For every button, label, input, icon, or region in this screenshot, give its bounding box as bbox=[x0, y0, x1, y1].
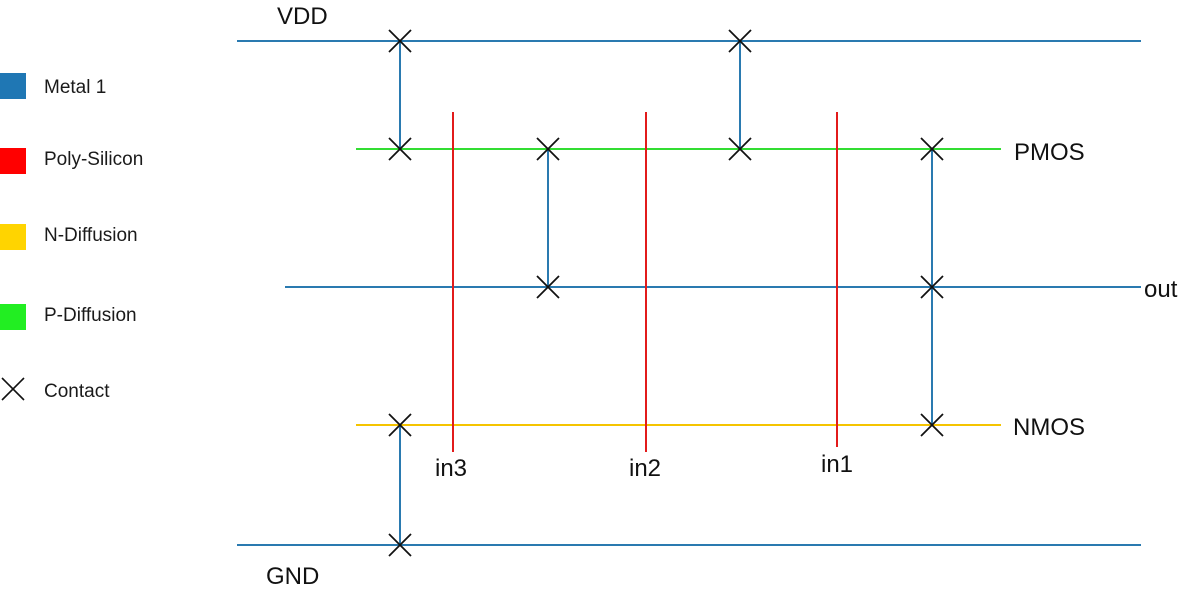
out-label: out bbox=[1144, 276, 1178, 303]
contact-vdd-right bbox=[728, 29, 752, 53]
in1-label: in1 bbox=[821, 451, 853, 478]
contact-out-right bbox=[920, 275, 944, 299]
x-contact-icon bbox=[1, 377, 25, 401]
pmos-label: PMOS bbox=[1014, 139, 1085, 166]
ndiff-legend-label: N-Diffusion bbox=[44, 225, 138, 246]
contact-gnd bbox=[388, 533, 412, 557]
contact-pmos-1 bbox=[388, 137, 412, 161]
pdiff-legend-label: P-Diffusion bbox=[44, 305, 137, 326]
contact-nmos-left bbox=[388, 413, 412, 437]
contact-pmos-4 bbox=[920, 137, 944, 161]
contact-pmos-2 bbox=[536, 137, 560, 161]
metal1-legend-label: Metal 1 bbox=[44, 77, 106, 98]
legend: Metal 1 Poly-Silicon N-Diffusion P-Diffu… bbox=[0, 73, 143, 402]
nmos-label: NMOS bbox=[1013, 414, 1085, 441]
pdiff-swatch bbox=[0, 304, 26, 330]
poly-legend-label: Poly-Silicon bbox=[44, 149, 143, 170]
contact-out-left bbox=[536, 275, 560, 299]
contact-nmos-right bbox=[920, 413, 944, 437]
poly-swatch bbox=[0, 148, 26, 174]
metal1-swatch bbox=[0, 73, 26, 99]
contact-vdd-left bbox=[388, 29, 412, 53]
poly-gates bbox=[452, 112, 838, 452]
in3-label: in3 bbox=[435, 455, 467, 482]
contact-pmos-3 bbox=[728, 137, 752, 161]
gnd-label: GND bbox=[266, 563, 319, 590]
vdd-label: VDD bbox=[277, 3, 328, 30]
ndiff-swatch bbox=[0, 224, 26, 250]
contact-legend-label: Contact bbox=[44, 381, 110, 402]
contacts bbox=[388, 29, 944, 557]
metal-rails bbox=[237, 40, 1141, 546]
in2-label: in2 bbox=[629, 455, 661, 482]
